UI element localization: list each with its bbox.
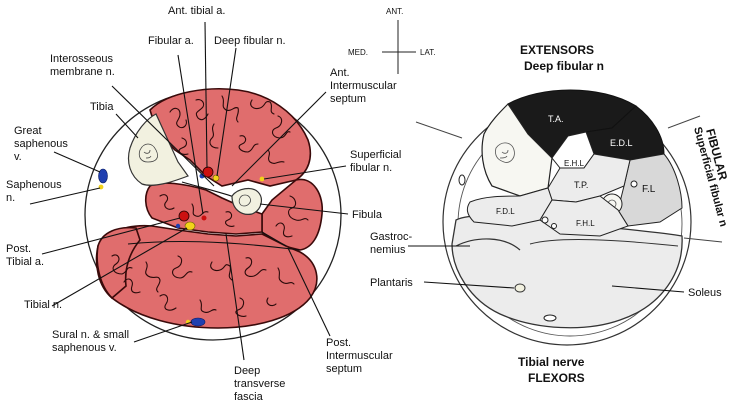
label-tibia: Tibia — [90, 101, 114, 113]
extensor-boundary-left — [416, 122, 462, 138]
superficial-fibular-nerve-dot — [260, 177, 265, 182]
ehl-label: E.H.L — [564, 159, 585, 168]
posterior-tibial-artery — [179, 211, 189, 221]
label-superficial-fibular: Superficial fibular n. — [350, 149, 404, 174]
label-saphenous-n: Saphenous n. — [6, 179, 65, 204]
label-plantaris: Plantaris — [370, 277, 413, 289]
compass-med: MED. — [348, 48, 368, 57]
label-fibula: Fibula — [352, 209, 383, 221]
fibular-artery — [202, 216, 207, 221]
fdl-label: F.D.L — [496, 207, 515, 216]
label-deep-transverse: Deep transverse fascia — [234, 365, 288, 403]
posterior-vessels-small — [542, 217, 548, 223]
label-interosseous: Interosseous membrane n. — [50, 53, 116, 78]
great-saphenous-vein — [99, 169, 108, 183]
label-ant-intermuscular: Ant. Intermuscular septum — [330, 67, 400, 105]
great-saphenous-right — [459, 175, 465, 185]
right-cross-section: T.A. E.D.L E.H.L T.P. F.L F.D.L F.H.L EX… — [370, 43, 730, 385]
label-post-intermuscular: Post. Intermuscular septum — [326, 337, 396, 375]
ta-label: T.A. — [548, 114, 564, 124]
sural-small-right — [544, 315, 556, 321]
label-deep-fibular-n: Deep fibular n. — [214, 35, 286, 47]
label-gastrocnemius: Gastroc- nemius — [370, 231, 415, 256]
edl-label: E.D.L — [610, 138, 633, 148]
extensors-title: EXTENSORS — [520, 43, 594, 57]
label-post-tibial-a: Post. Tibial a. — [6, 243, 44, 268]
deep-fibular-subtitle: Deep fibular n — [524, 59, 604, 73]
label-sural: Sural n. & small saphenous v. — [52, 329, 132, 354]
label-soleus: Soleus — [688, 287, 722, 299]
label-great-saphenous: Great saphenous v. — [14, 125, 71, 163]
plantaris-tendon — [515, 284, 525, 292]
tp-label: T.P. — [574, 180, 588, 190]
compass-lat: LAT. — [420, 48, 435, 57]
compass-ant: ANT. — [386, 7, 403, 16]
leader-great-saphenous — [54, 152, 100, 172]
left-cross-section: Ant. tibial a. Fibular a. Deep fibular n… — [6, 5, 404, 403]
extensor-boundary-right — [668, 116, 700, 128]
posterior-tibial-vein-dot — [176, 224, 180, 228]
fhl-label: F.H.L — [576, 219, 595, 228]
label-ant-tibial-a: Ant. tibial a. — [168, 5, 225, 17]
deep-fibular-nerve-dot — [213, 175, 219, 181]
flexors-title: FLEXORS — [528, 371, 585, 385]
orientation-compass: ANT. MED. LAT. — [348, 7, 435, 74]
anterior-tibial-artery — [203, 167, 213, 177]
fl-label: F.L — [642, 184, 656, 195]
superficial-fibular-small — [631, 181, 637, 187]
small-saphenous-vein — [191, 318, 205, 326]
label-fibular-a: Fibular a. — [148, 35, 194, 47]
tibial-nerve-label: Tibial nerve — [518, 355, 585, 369]
posterior-vessels-small-2 — [552, 224, 557, 229]
label-tibial-n: Tibial n. — [24, 299, 62, 311]
